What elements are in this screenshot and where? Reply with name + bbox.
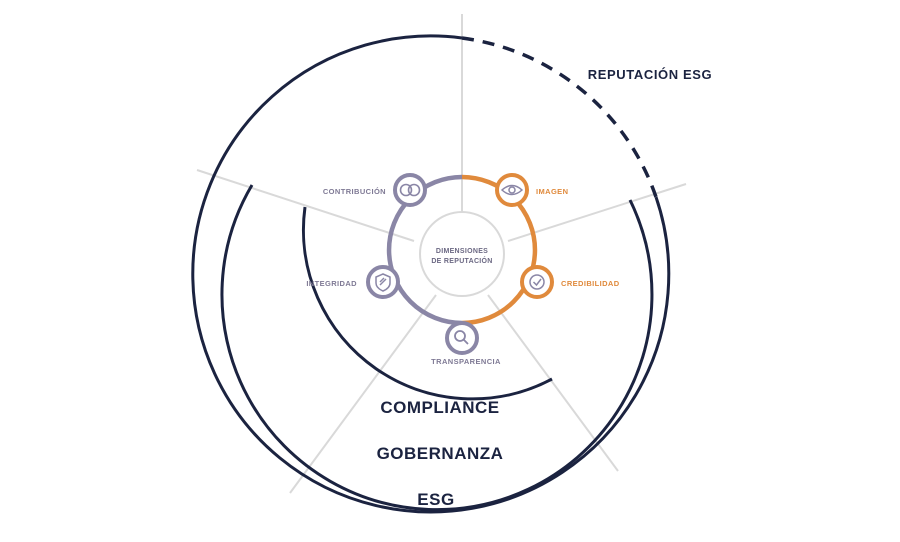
label-compliance: COMPLIANCE <box>380 398 499 417</box>
center-label-line1: DIMENSIONES <box>436 248 488 255</box>
shield-icon <box>375 273 391 292</box>
overlapping-circles-icon <box>399 183 421 197</box>
transparencia-node <box>445 321 479 355</box>
esg-ring-dashed <box>461 36 658 198</box>
label-gobernanza: GOBERNANZA <box>377 444 504 463</box>
esg-ring <box>191 34 671 514</box>
label-imagen: IMAGEN <box>536 187 568 196</box>
reputation-donut <box>386 174 538 326</box>
integridad-node <box>366 265 400 299</box>
imagen-node <box>495 173 529 207</box>
label-contribucion: CONTRIBUCIÓN <box>323 187 386 196</box>
credibilidad-node <box>520 265 554 299</box>
contribucion-node <box>393 173 427 207</box>
label-credibilidad: CREDIBILIDAD <box>561 279 620 288</box>
title-reputacion-esg: REPUTACIÓN ESG <box>588 67 712 82</box>
gobernanza-ring <box>220 184 654 512</box>
center-circle <box>419 211 505 297</box>
center-label-line2: DE REPUTACIÓN <box>431 256 492 265</box>
eye-icon <box>500 184 524 196</box>
label-transparencia: TRANSPARENCIA <box>431 357 501 366</box>
magnifier-icon <box>454 330 469 345</box>
label-integridad: INTEGRIDAD <box>306 279 357 288</box>
compliance-ring <box>301 206 553 401</box>
label-esg: ESG <box>417 490 454 509</box>
checkmark-icon <box>529 274 545 290</box>
